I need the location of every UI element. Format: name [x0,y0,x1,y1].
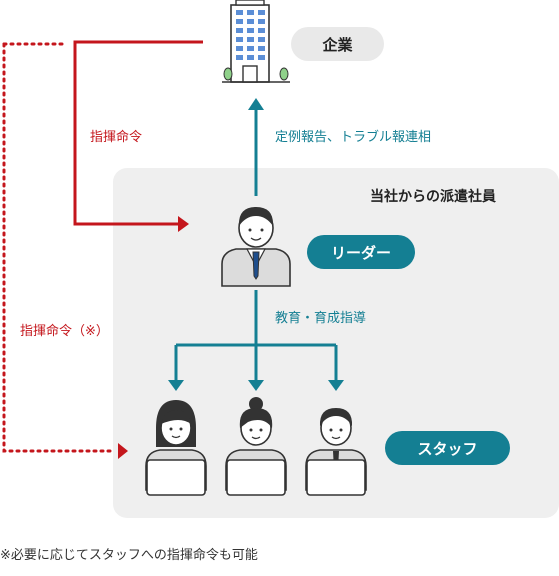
command-solid-arrowhead [178,216,189,232]
leader-badge: リーダー [307,235,415,269]
report-arrowhead [248,98,264,110]
report-label: 定例報告、トラブル報連相 [275,130,432,145]
education-center-arrowhead [248,380,264,391]
leader-person-icon [221,207,291,287]
footnote: ※必要に応じてスタッフへの指揮命令も可能 [0,548,258,563]
company-badge: 企業 [291,27,384,61]
male-staff-icon [305,408,367,496]
female-staff-icon [225,397,287,496]
building-icon [222,0,290,83]
command-solid-line [73,40,203,226]
education-left-arrowhead [168,380,184,391]
education-label: 教育・育成指導 [275,311,367,326]
command-label: 指揮命令 [90,130,143,145]
female-staff-icon [145,400,207,496]
command-dotted-line [2,42,116,453]
command-note-label: 指揮命令（※） [20,324,109,339]
education-right-arrowhead [328,380,344,391]
command-dotted-arrowhead [118,443,128,459]
group-title: 当社からの派遣社員 [370,189,496,205]
staff-badge: スタッフ [385,431,510,465]
